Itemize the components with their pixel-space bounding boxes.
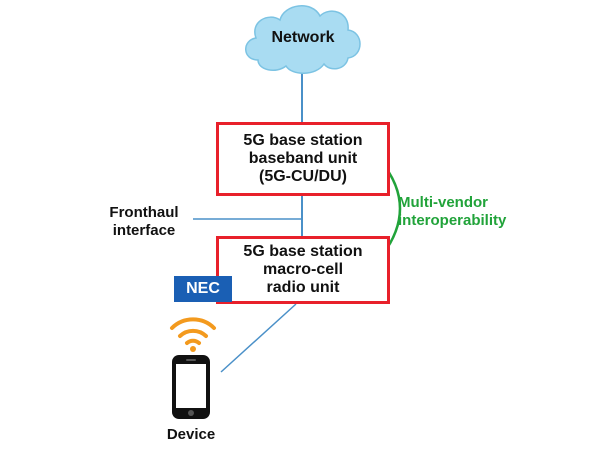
interop-line-2: interoperability — [398, 212, 507, 229]
radio-line-1: 5G base station — [243, 243, 363, 260]
baseband-line-1: 5G base station — [243, 132, 363, 149]
baseband-line-2: baseband unit — [248, 150, 358, 167]
radio-line-2: macro-cell — [262, 261, 344, 278]
nec-badge: NEC — [174, 276, 232, 302]
fronthaul-line-2: interface — [112, 222, 176, 239]
fronthaul-label: Fronthaul interface — [98, 204, 190, 240]
smartphone-icon — [172, 355, 210, 419]
radio-link-line — [220, 303, 297, 373]
device-label: Device — [166, 426, 216, 443]
network-label: Network — [271, 29, 335, 46]
radio-unit-box: 5G base station macro-cell radio unit — [216, 236, 390, 304]
radio-line-3: radio unit — [266, 279, 340, 296]
interop-label: Multi-vendor interoperability — [398, 194, 538, 230]
cloud-icon — [245, 5, 361, 74]
interop-line-1: Multi-vendor — [398, 194, 488, 211]
baseband-unit-box: 5G base station baseband unit (5G-CU/DU) — [216, 122, 390, 196]
fronthaul-line-1: Fronthaul — [109, 204, 179, 221]
wifi-icon — [170, 317, 216, 352]
baseband-line-3: (5G-CU/DU) — [259, 168, 347, 185]
